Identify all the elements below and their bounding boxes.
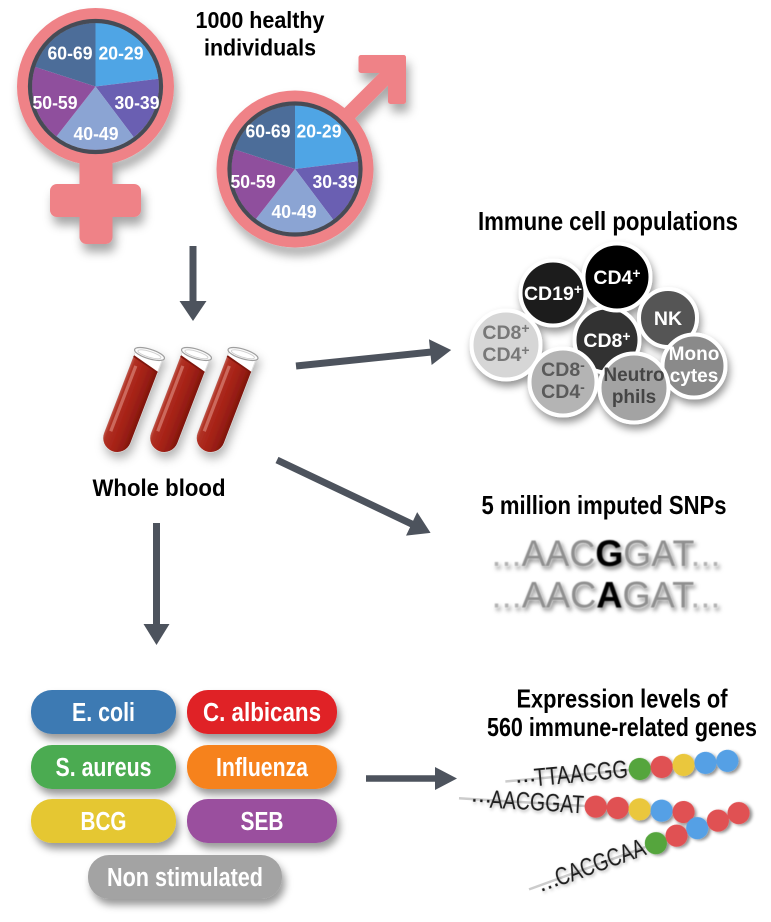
svg-text:BCG: BCG <box>81 808 127 836</box>
svg-text:S. aureus: S. aureus <box>56 754 152 782</box>
svg-text:CD19+: CD19+ <box>524 281 582 305</box>
svg-text:30-39: 30-39 <box>313 172 358 192</box>
svg-text:Mono: Mono <box>669 344 720 365</box>
svg-text:50-59: 50-59 <box>33 93 78 113</box>
svg-text:1000 healthy: 1000 healthy <box>196 7 325 33</box>
svg-text:Expression levels of: Expression levels of <box>517 684 728 714</box>
svg-text:CACGCAA: CACGCAA <box>551 834 649 893</box>
svg-text:Non stimulated: Non stimulated <box>107 864 263 892</box>
svg-text:SEB: SEB <box>241 808 284 836</box>
svg-text:NK: NK <box>654 308 682 330</box>
svg-text:40-49: 40-49 <box>272 202 317 222</box>
svg-text:phils: phils <box>612 387 656 408</box>
svg-text:40-49: 40-49 <box>74 124 119 144</box>
svg-text:AACGGAT: AACGGAT <box>489 786 585 820</box>
svg-text:20-29: 20-29 <box>99 44 144 64</box>
svg-text:...: ... <box>470 780 493 809</box>
svg-text:60-69: 60-69 <box>246 122 291 142</box>
svg-text:...AACAGAT...: ...AACAGAT... <box>492 574 721 616</box>
svg-text:individuals: individuals <box>204 35 316 61</box>
svg-text:CD4-: CD4- <box>541 379 585 403</box>
svg-text:50-59: 50-59 <box>231 172 276 192</box>
svg-text:Influenza: Influenza <box>216 754 309 782</box>
svg-text:560 immune-related genes: 560 immune-related genes <box>487 712 757 742</box>
svg-text:20-29: 20-29 <box>297 122 342 142</box>
svg-text:cytes: cytes <box>670 366 719 387</box>
svg-text:...: ... <box>514 759 537 789</box>
svg-text:Immune cell populations: Immune cell populations <box>478 206 738 236</box>
svg-text:E. coli: E. coli <box>72 699 135 727</box>
svg-text:5 million imputed SNPs: 5 million imputed SNPs <box>482 490 727 520</box>
svg-text:C. albicans: C. albicans <box>203 699 321 727</box>
svg-text:...AACGGAT...: ...AACGGAT... <box>492 532 721 574</box>
svg-text:Neutro: Neutro <box>603 365 664 386</box>
svg-text:Whole blood: Whole blood <box>93 475 226 502</box>
svg-text:30-39: 30-39 <box>115 93 160 113</box>
svg-text:CD8-: CD8- <box>541 357 585 381</box>
svg-text:TTAACGG: TTAACGG <box>533 756 629 793</box>
svg-text:60-69: 60-69 <box>48 44 93 64</box>
